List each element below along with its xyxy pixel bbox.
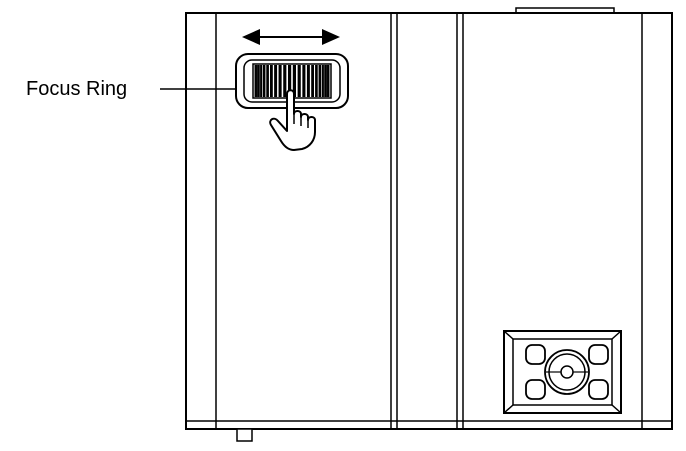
keypad-center-button[interactable] (544, 349, 590, 395)
control-keypad (503, 330, 622, 414)
keypad-button-top-right[interactable] (588, 344, 609, 365)
keypad-button-bottom-right[interactable] (588, 379, 609, 400)
pointing-hand-icon (269, 89, 316, 151)
double-arrow-icon (242, 29, 340, 45)
bottom-connector (236, 428, 253, 442)
keypad-button-top-left[interactable] (525, 344, 546, 365)
focus-ring-label: Focus Ring (26, 78, 128, 100)
knurled-focus-ring[interactable] (235, 53, 349, 109)
keypad-button-bottom-left[interactable] (525, 379, 546, 400)
